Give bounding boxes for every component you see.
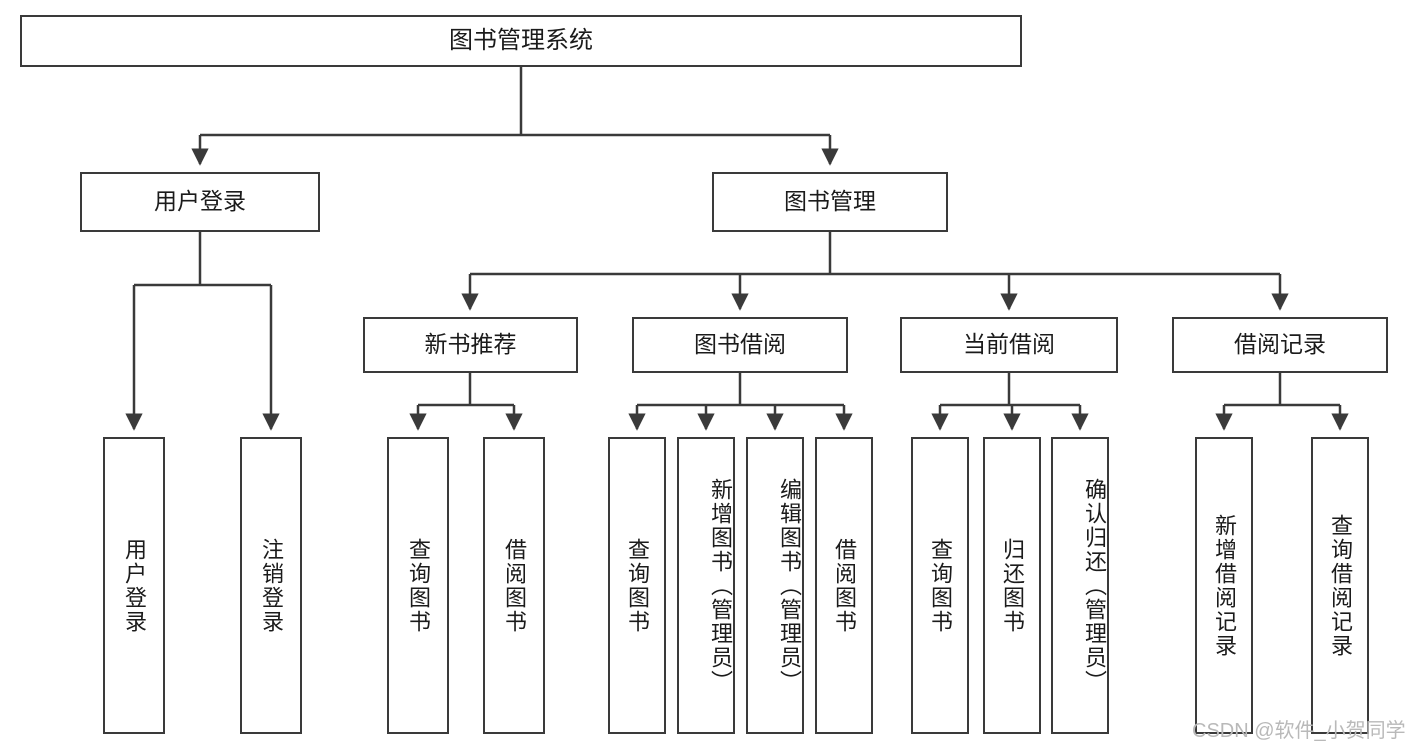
node-leaf-query-book-1[interactable]: 查询图书 [387, 437, 449, 734]
node-leaf-query-book-1-label: 查询图书 [405, 537, 431, 634]
node-leaf-borrow-book-2[interactable]: 借阅图书 [815, 437, 873, 734]
node-borrow-record[interactable]: 借阅记录 [1172, 317, 1388, 373]
node-leaf-add-record-label: 新增借阅记录 [1211, 513, 1237, 658]
node-leaf-add-record[interactable]: 新增借阅记录 [1195, 437, 1253, 734]
node-leaf-edit-book-label: 编辑图书（管理员） [777, 477, 802, 694]
node-leaf-query-book-2[interactable]: 查询图书 [608, 437, 666, 734]
node-leaf-return-book[interactable]: 归还图书 [983, 437, 1041, 734]
node-leaf-confirm-return[interactable]: 确认归还（管理员） [1051, 437, 1109, 734]
node-leaf-query-book-3-label: 查询图书 [927, 537, 953, 634]
node-user-login-label: 用户登录 [154, 188, 246, 215]
node-root[interactable]: 图书管理系统 [20, 15, 1022, 67]
node-new-book-rec[interactable]: 新书推荐 [363, 317, 578, 373]
node-leaf-return-book-label: 归还图书 [999, 537, 1025, 634]
node-leaf-edit-book[interactable]: 编辑图书（管理员） [746, 437, 804, 734]
node-book-borrow-label: 图书借阅 [694, 331, 786, 358]
node-current-borrow[interactable]: 当前借阅 [900, 317, 1118, 373]
node-leaf-confirm-return-label: 确认归还（管理员） [1082, 477, 1107, 694]
node-leaf-query-record-label: 查询借阅记录 [1327, 513, 1353, 658]
node-leaf-add-book[interactable]: 新增图书（管理员） [677, 437, 735, 734]
node-user-login[interactable]: 用户登录 [80, 172, 320, 232]
node-book-borrow[interactable]: 图书借阅 [632, 317, 848, 373]
node-book-manage[interactable]: 图书管理 [712, 172, 948, 232]
node-leaf-borrow-book-1[interactable]: 借阅图书 [483, 437, 545, 734]
node-new-book-rec-label: 新书推荐 [424, 331, 517, 358]
node-book-manage-label: 图书管理 [784, 188, 876, 215]
node-current-borrow-label: 当前借阅 [963, 331, 1055, 358]
node-root-label: 图书管理系统 [449, 26, 593, 54]
node-leaf-query-book-3[interactable]: 查询图书 [911, 437, 969, 734]
node-leaf-user-logout-label: 注销登录 [258, 537, 284, 634]
watermark: CSDN @软件_小贺同学 [1192, 720, 1405, 742]
node-leaf-borrow-book-2-label: 借阅图书 [831, 537, 857, 634]
node-leaf-user-login-label: 用户登录 [121, 537, 147, 634]
node-leaf-user-login[interactable]: 用户登录 [103, 437, 165, 734]
node-leaf-query-record[interactable]: 查询借阅记录 [1311, 437, 1369, 734]
node-leaf-user-logout[interactable]: 注销登录 [240, 437, 302, 734]
node-borrow-record-label: 借阅记录 [1234, 331, 1326, 358]
node-leaf-add-book-label: 新增图书（管理员） [708, 477, 733, 694]
node-leaf-query-book-2-label: 查询图书 [624, 537, 650, 634]
node-leaf-borrow-book-1-label: 借阅图书 [501, 537, 527, 634]
